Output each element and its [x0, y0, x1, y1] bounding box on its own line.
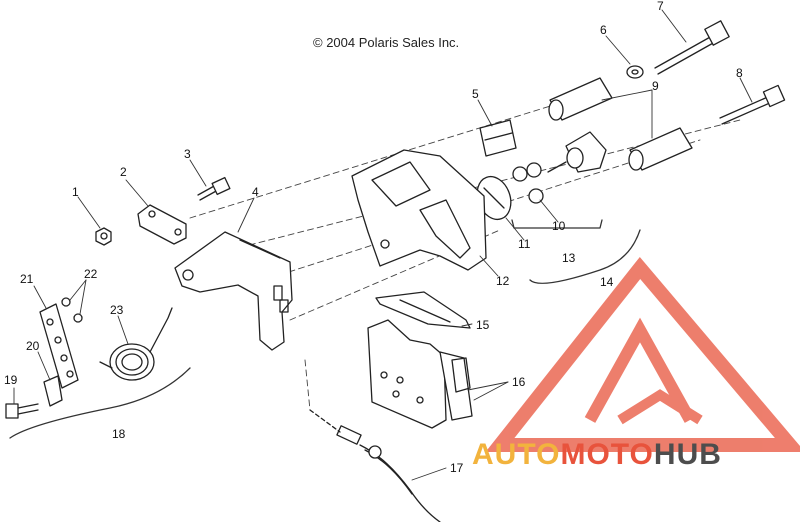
copyright-notice: © 2004 Polaris Sales Inc.	[313, 35, 460, 50]
callout-17: 17	[450, 461, 464, 475]
callout-14: 14	[600, 275, 614, 289]
callout-7: 7	[657, 0, 664, 13]
watermark-text: AUTOMOTOHUB	[472, 438, 722, 472]
bolt-part-7	[654, 20, 730, 75]
triangle-m-logo	[485, 256, 800, 452]
callout-3: 3	[184, 147, 191, 161]
callout-21: 21	[20, 272, 34, 286]
callout-5: 5	[472, 87, 479, 101]
callout-1: 1	[72, 185, 79, 199]
watermark-part-moto: MOTO	[560, 438, 654, 471]
callout-10: 10	[552, 219, 566, 233]
cable-part-17	[309, 409, 441, 522]
bushing-part-9	[548, 77, 693, 171]
callout-15: 15	[476, 318, 490, 332]
piston-assembly	[547, 131, 607, 173]
retainer-part-20	[43, 375, 63, 407]
callout-8: 8	[736, 66, 743, 80]
callout-11: 11	[518, 237, 531, 251]
nut-part-1	[95, 227, 112, 246]
spring-part-23	[99, 307, 173, 381]
leader-lines	[13, 9, 753, 481]
bolt-part-19	[5, 403, 39, 419]
screw-part-3	[197, 176, 231, 201]
lever-arm-part-21	[39, 303, 79, 389]
watermark-part-auto: AUTO	[472, 438, 561, 471]
bushing-part-22	[61, 297, 83, 323]
callout-12: 12	[496, 274, 510, 288]
pad-spring-part-15	[375, 291, 471, 329]
callout-4: 4	[252, 185, 259, 199]
caliper-body-part-12	[351, 149, 487, 271]
brake-pad-part-16	[367, 319, 473, 429]
ball-part-10	[512, 162, 544, 204]
callout-2: 2	[120, 165, 127, 179]
callout-9: 9	[652, 79, 659, 93]
callout-19: 19	[4, 373, 18, 387]
callout-22: 22	[84, 267, 98, 281]
washer-part-6	[626, 65, 644, 79]
bracket-part-4	[174, 231, 293, 351]
clevis-part-2	[137, 204, 187, 245]
shim-plate-part-5	[479, 119, 517, 157]
callout-20: 20	[26, 339, 40, 353]
callout-13: 13	[562, 251, 576, 265]
callout-16: 16	[512, 375, 526, 389]
callout-18: 18	[112, 427, 126, 441]
callout-23: 23	[110, 303, 124, 317]
bolt-part-8	[719, 84, 786, 125]
watermark-part-hub: HUB	[653, 438, 722, 471]
callout-6: 6	[600, 23, 607, 37]
